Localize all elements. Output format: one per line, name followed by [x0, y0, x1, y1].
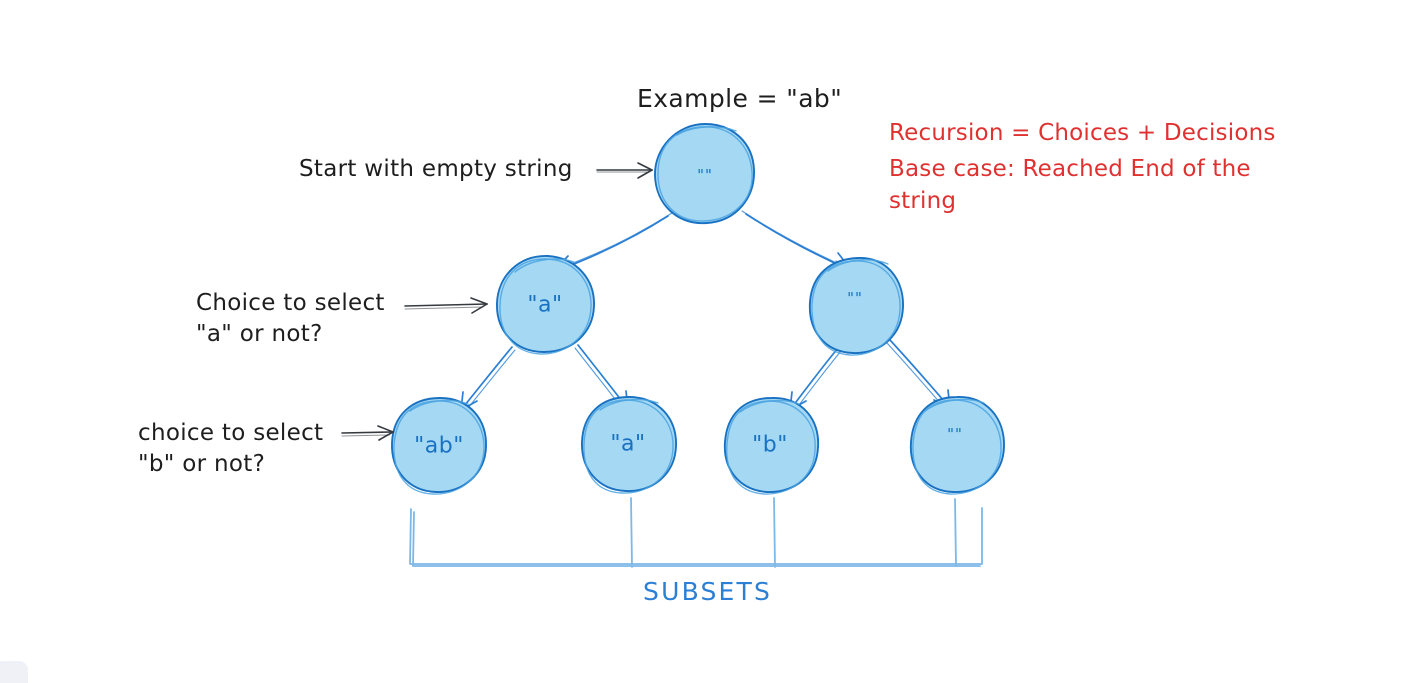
node-label-leaf-a: "a" — [610, 432, 645, 457]
corner-widget — [0, 661, 28, 683]
annotation-choice-b-line2: "b" or not? — [138, 451, 266, 477]
diagram-title: Example = "ab" — [637, 84, 843, 113]
node-label-leaf-empty: "" — [947, 425, 963, 443]
node-label-root: "" — [697, 166, 713, 184]
tree-node-empty[interactable]: "" — [808, 257, 904, 356]
subsets-bracket — [409, 497, 983, 568]
tree-node-a[interactable]: "a" — [496, 255, 595, 355]
node-label-empty: "" — [847, 289, 863, 307]
tree-node-root[interactable]: "" — [654, 123, 755, 224]
node-label-leaf-ab: "ab" — [414, 434, 464, 459]
annotation-choice-a-line1: Choice to select — [196, 290, 385, 316]
annotation-arrow-1 — [596, 162, 653, 179]
annotation-arrow-2 — [404, 297, 488, 314]
note-recursion-line1: Recursion = Choices + Decisions — [889, 120, 1276, 146]
tree-node-leaf-b[interactable]: "b" — [723, 397, 819, 495]
note-recursion-line3: string — [889, 188, 957, 214]
note-recursion-line2: Base case: Reached End of the — [889, 156, 1251, 182]
tree-node-leaf-ab[interactable]: "ab" — [391, 397, 487, 495]
node-label-a: "a" — [527, 293, 562, 318]
subsets-label: SUBSETS — [643, 577, 773, 606]
annotation-start-line1: Start with empty string — [299, 156, 573, 182]
annotation-arrow-3 — [341, 425, 394, 441]
node-label-leaf-b: "b" — [752, 433, 788, 458]
tree-node-leaf-empty[interactable]: "" — [909, 396, 1005, 495]
annotation-choice-a-line2: "a" or not? — [196, 321, 323, 347]
annotation-choice-b-line1: choice to select — [138, 420, 324, 446]
tree-node-leaf-a[interactable]: "a" — [581, 396, 677, 494]
edge-a-to-ab — [460, 346, 516, 414]
